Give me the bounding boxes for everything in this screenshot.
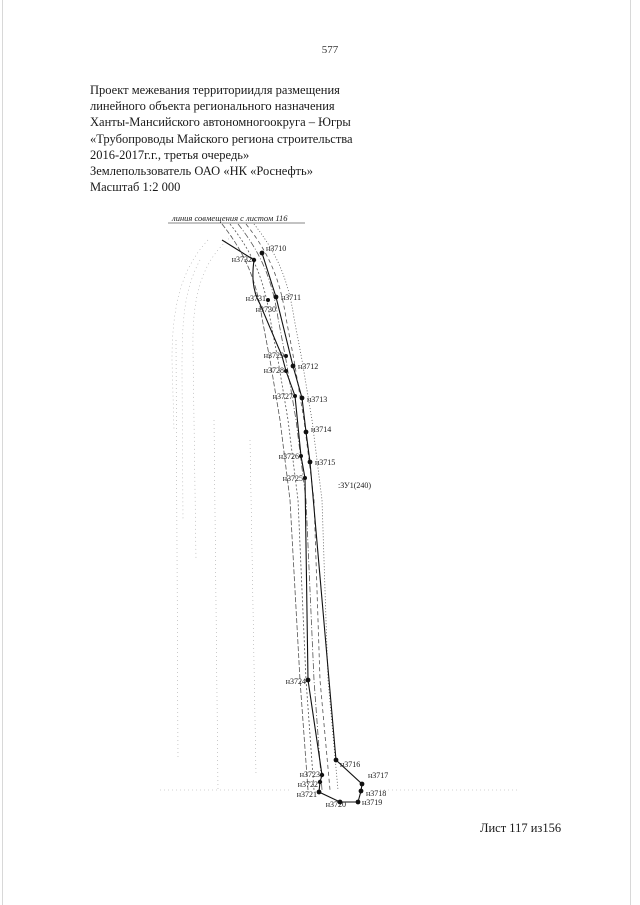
point-label: н3718	[366, 789, 386, 798]
boundary-left	[252, 259, 358, 803]
point-label: н3715	[315, 458, 335, 467]
point-label: н3728	[264, 366, 284, 375]
point-label: н3729	[264, 351, 284, 360]
page-number: 577	[321, 44, 339, 56]
point-n3726	[299, 454, 303, 458]
point-label: н3730	[256, 305, 276, 314]
boundary-top-left	[221, 239, 255, 261]
parcel-boundary	[221, 239, 363, 803]
match-line-label: линия совмещения с листом 116	[171, 213, 288, 223]
boundary-right	[261, 252, 363, 803]
title-line: 2016-2017г.г., третья очередь»	[90, 147, 250, 162]
parcel-label: :ЗУ1(240)	[338, 481, 371, 490]
point-label: н3710	[266, 244, 286, 253]
boundary-points	[251, 250, 365, 805]
point-label: н3723	[300, 770, 320, 779]
point-label: н3726	[279, 452, 299, 461]
point-n3720	[337, 799, 343, 805]
corridor-lines	[221, 223, 339, 791]
title-line: Ханты-Мансийского автономногоокруга – Юг…	[90, 115, 351, 130]
corridor-line	[237, 223, 323, 791]
point-labels-right: н3710 н3711 н3712 н3713 н3714 н3715 н371…	[266, 244, 388, 807]
title-line: «Трубопроводы Майского региона строитель…	[90, 131, 353, 146]
point-n3710	[259, 250, 265, 256]
point-n3714	[303, 429, 309, 435]
point-label: н3714	[311, 425, 331, 434]
point-n3712	[290, 363, 296, 369]
point-n3719	[355, 799, 361, 805]
point-label: н3713	[307, 395, 327, 404]
point-label: н3727	[273, 392, 293, 401]
corridor-line	[245, 223, 331, 791]
contour-line	[175, 339, 179, 761]
point-n3718	[358, 788, 364, 794]
point-n3711	[273, 294, 279, 300]
corridor-line	[253, 223, 339, 791]
point-label: н3724	[286, 677, 306, 686]
point-n3725	[303, 476, 307, 480]
title-line: Проект межевания территориидля размещени…	[90, 83, 340, 97]
point-label: н3732	[232, 255, 252, 264]
point-n3731	[266, 298, 270, 302]
point-n3724	[305, 677, 311, 683]
background-contours	[160, 235, 520, 791]
contour-line	[249, 439, 257, 776]
contour-line	[192, 235, 233, 561]
contour-line	[213, 419, 219, 791]
point-label: н3717	[368, 771, 388, 780]
point-n3729	[284, 354, 288, 358]
point-label: н3716	[340, 760, 360, 769]
corridor-line	[229, 223, 315, 791]
point-n3721	[316, 789, 322, 795]
point-label: н3721	[297, 790, 317, 799]
point-label: н3725	[283, 474, 303, 483]
point-n3717	[359, 781, 365, 787]
point-label: н3722	[298, 780, 318, 789]
scan-edge-left	[2, 0, 3, 905]
point-label: н3712	[298, 362, 318, 371]
scale-line: Масштаб 1:2 000	[90, 180, 181, 195]
point-label: н3719	[362, 798, 382, 807]
point-n3728	[284, 369, 288, 373]
contour-line	[181, 259, 201, 521]
point-n3715	[307, 459, 313, 465]
point-label: н3711	[281, 293, 301, 302]
title-line: линейного объекта регионального назначен…	[90, 99, 335, 114]
corridor-line	[221, 223, 309, 791]
point-n3713	[299, 395, 305, 401]
contour-line	[171, 239, 209, 431]
point-n3727	[293, 394, 297, 398]
point-n3722	[317, 779, 323, 785]
title-block: Проект межевания территориидля размещени…	[90, 82, 420, 195]
point-n3716	[333, 757, 339, 763]
scan-edge-right	[630, 0, 631, 905]
point-label: н3731	[246, 294, 266, 303]
point-label: н3720	[326, 800, 346, 809]
sheet-number: Лист 117 из156	[480, 821, 562, 835]
land-user-line: Землепользователь ОАО «НК «Роснефть»	[90, 164, 313, 179]
point-labels-left: н3732 н3731 н3730 н3729 н3728 н3727 н372…	[232, 255, 346, 809]
point-n3732	[251, 257, 257, 263]
point-n3723	[319, 772, 325, 778]
